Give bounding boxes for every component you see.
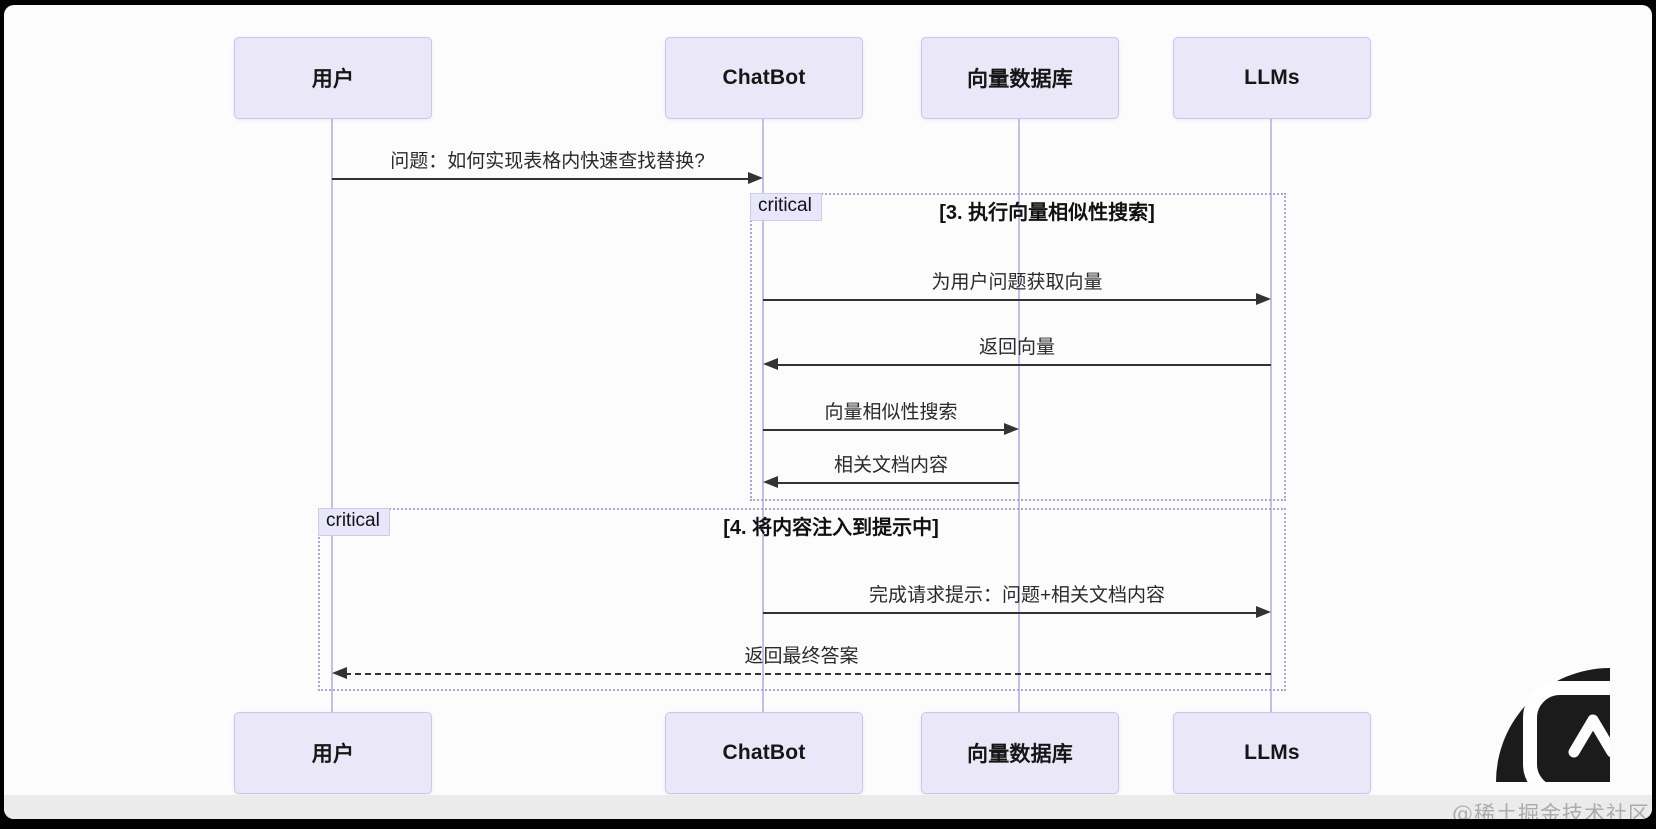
message-label-6: 完成请求提示：问题+相关文档内容 (868, 585, 1166, 606)
sequence-diagram: critical [3. 执行向量相似性搜索] critical [4. 将内容注入到… (4, 5, 1652, 819)
message-line-6 (763, 612, 1258, 614)
lifeline-user (331, 117, 333, 712)
actor-box-user-bottom: 用户 (234, 712, 432, 794)
message-arrowhead-4 (1004, 423, 1019, 435)
robot-monitor-icon (1523, 681, 1610, 782)
showmeai-logo: Show Me AI (1496, 668, 1610, 782)
critical-frame-1 (750, 193, 1286, 501)
message-label-7: 返回最终答案 (744, 646, 859, 667)
actor-box-user-top: 用户 (234, 37, 432, 119)
message-line-4 (763, 429, 1006, 431)
diagram-page: critical [3. 执行向量相似性搜索] critical [4. 将内容注入到… (4, 5, 1652, 819)
critical-frame-title: [3. 执行向量相似性搜索] (939, 202, 1155, 224)
message-arrowhead-7 (332, 667, 347, 679)
message-label-4: 向量相似性搜索 (824, 402, 958, 423)
message-arrowhead-3 (763, 358, 778, 370)
message-line-1 (332, 178, 750, 180)
actor-box-vectordb-top: 向量数据库 (921, 37, 1119, 119)
actor-box-vectordb-bottom: 向量数据库 (921, 712, 1119, 794)
message-label-3: 返回向量 (978, 337, 1055, 358)
message-arrowhead-2 (1256, 293, 1271, 305)
critical-frame-label: critical (318, 508, 390, 536)
message-line-7 (345, 673, 1271, 675)
message-label-1: 问题：如何实现表格内快速查找替换? (390, 151, 705, 172)
message-arrowhead-1 (748, 172, 763, 184)
robot-caret-glyph (1568, 714, 1610, 758)
message-line-3 (776, 364, 1271, 366)
message-line-5 (776, 482, 1019, 484)
actor-box-chatbot-top: ChatBot (665, 37, 863, 119)
message-arrowhead-6 (1256, 606, 1271, 618)
message-label-2: 为用户问题获取向量 (931, 272, 1103, 293)
critical-frame-title: [4. 将内容注入到提示中] (723, 517, 939, 539)
actor-box-llms-bottom: LLMs (1173, 712, 1371, 794)
message-label-5: 相关文档内容 (833, 455, 948, 476)
actor-box-llms-top: LLMs (1173, 37, 1371, 119)
critical-frame-label: critical (750, 193, 822, 221)
bottom-strip (4, 795, 1652, 819)
lifeline-vectordb (1018, 117, 1020, 712)
actor-box-chatbot-bottom: ChatBot (665, 712, 863, 794)
lifeline-chatbot (762, 117, 764, 712)
message-arrowhead-5 (763, 476, 778, 488)
lifeline-llms (1270, 117, 1272, 712)
critical-frame-2 (318, 508, 1286, 691)
message-line-2 (763, 299, 1258, 301)
watermark-text: @稀土掘金技术社区 (1452, 802, 1650, 819)
